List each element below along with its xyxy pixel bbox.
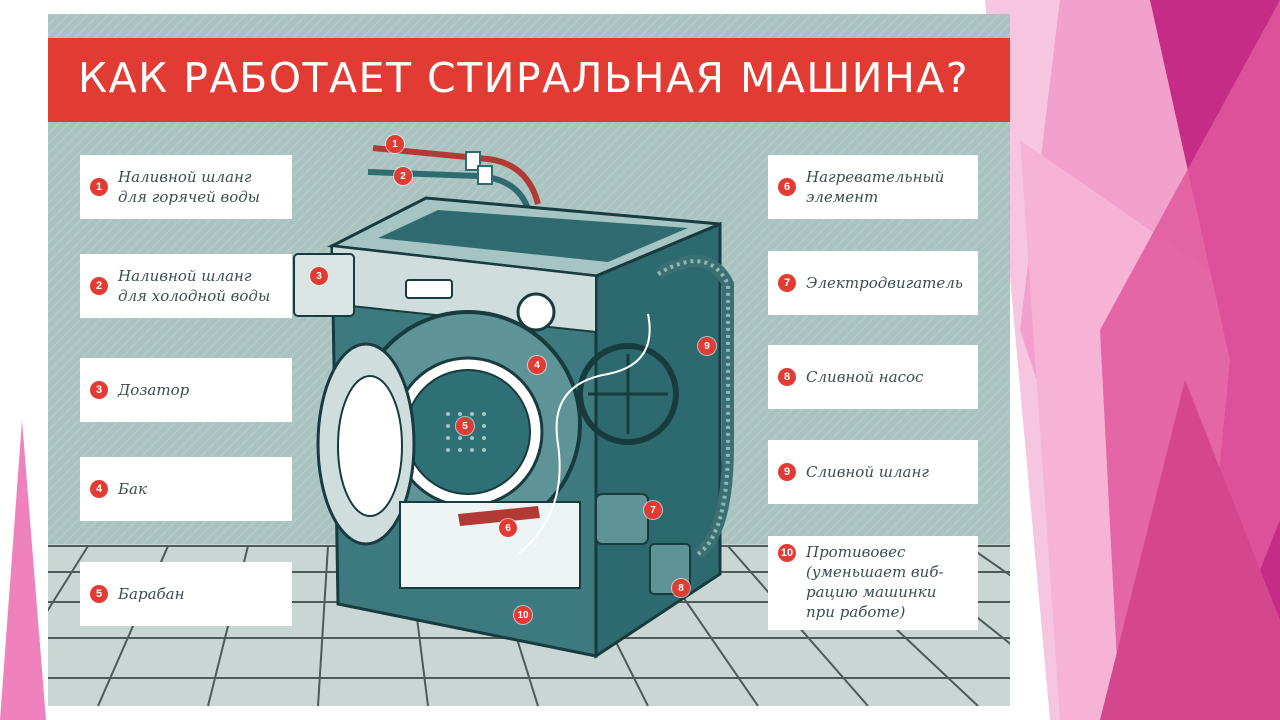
label-cold-water-hose: 2 Наливной шланг для холодной воды [80,254,292,318]
machine-top-inner [378,210,688,262]
title-banner: КАК РАБОТАЕТ СТИРАЛЬНАЯ МАШИНА? [48,38,1010,122]
detergent-drawer [293,253,355,317]
label-number: 1 [90,178,108,196]
program-knob [516,292,556,332]
marker-8: 8 [672,579,690,597]
marker-1: 1 [386,135,404,153]
drum-holes [446,412,486,452]
marker-2: 2 [394,167,412,185]
marker-9: 9 [698,337,716,355]
marker-6: 6 [499,519,517,537]
door-glass [337,375,403,517]
label-text: Противовес (уменьшает виб- рацию машинки… [806,543,944,621]
label-text: Нагревательный элемент [806,168,945,206]
label-motor: 7 Электродвигатель [768,251,978,315]
hose-valve-1 [465,151,481,171]
label-number: 6 [778,178,796,196]
label-number: 8 [778,368,796,386]
label-number: 7 [778,274,796,292]
label-number: 2 [90,277,108,295]
label-text: Сливной насос [806,368,924,386]
poster-title: КАК РАБОТАЕТ СТИРАЛЬНАЯ МАШИНА? [78,54,970,102]
marker-4: 4 [528,356,546,374]
deco-triangle-lower [1100,380,1280,720]
label-heating-element: 6 Нагревательный элемент [768,155,978,219]
hot-water-hose [372,145,541,205]
label-drain-hose: 9 Сливной шланг [768,440,978,504]
label-text: Электродвигатель [806,274,963,292]
label-number: 4 [90,480,108,498]
label-text: Наливной шланг для холодной воды [118,267,271,305]
wire [517,313,651,555]
label-text: Барабан [118,585,185,603]
label-text: Бак [118,480,147,498]
label-hot-water-hose: 1 Наливной шланг для горячей воды [80,155,292,219]
label-dispenser: 3 Дозатор [80,358,292,422]
deco-triangle-left [0,420,46,720]
label-tank: 4 Бак [80,457,292,521]
label-drain-pump: 8 Сливной насос [768,345,978,409]
motor-body [595,493,649,545]
marker-7: 7 [644,501,662,519]
heating-element-shape [458,506,540,526]
label-text: Сливной шланг [806,463,929,481]
marker-10: 10 [514,606,532,624]
label-text: Дозатор [118,381,190,399]
label-number: 5 [90,585,108,603]
label-text: Наливной шланг для горячей воды [118,168,261,206]
label-number: 3 [90,381,108,399]
infographic-poster: КАК РАБОТАЕТ СТИРАЛЬНАЯ МАШИНА? [48,14,1010,706]
washing-machine-illustration [293,145,734,659]
marker-5: 5 [456,417,474,435]
label-drum: 5 Барабан [80,562,292,626]
motor-wheel [577,343,679,445]
hose-valve-2 [477,165,493,185]
label-counterweight: 10 Противовес (уменьшает виб- рацию маши… [768,536,978,630]
label-number: 9 [778,463,796,481]
label-number: 10 [778,544,796,562]
marker-3: 3 [310,267,328,285]
control-buttons [405,279,453,299]
